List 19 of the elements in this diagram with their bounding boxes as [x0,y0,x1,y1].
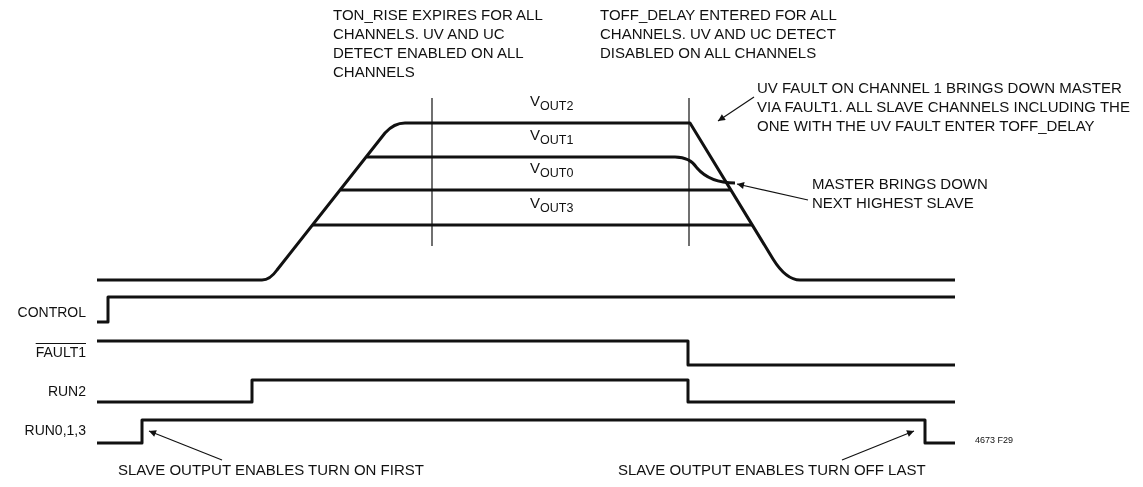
annotation-note: TON_RISE EXPIRES FOR ALL CHANNELS. UV AND UC DETECT ENABLED ON ALL CHANNELS [333,5,544,81]
signal-name: FAULT1 [35,343,86,362]
voltage-label: V$_{OUT3}$ [530,193,574,217]
leader-arrow [717,96,755,122]
figure-number: 4673 F29 [975,434,1014,447]
callout-text: SLAVE OUTPUT ENABLES TURN ON FIRST [118,460,498,479]
signal-name: CONTROL [17,303,86,322]
callout-text: UV FAULT ON CHANNEL 1 BRINGS DOWN MASTER VIA FAULT1. ALL SLAVE CHANNELS INCLUDING THE ONE WITH THE UV FAULT ENTER TOFF_DELAY [757,78,1143,135]
voltage-label: V$_{OUT1}$ [530,125,574,149]
leader-arrow [148,430,223,461]
leader-arrow [736,182,809,201]
callout-text: MASTER BRINGS DOWN NEXT HIGHEST SLAVE [812,174,998,212]
leader-arrow [841,430,915,461]
signal-name: RUN0,1,3 [24,421,86,440]
signal-name: RUN2 [47,382,86,401]
callout-text: SLAVE OUTPUT ENABLES TURN OFF LAST [618,460,998,479]
voltage-label: V$_{OUT0}$ [530,158,574,182]
voltage-label: V$_{OUT2}$ [530,91,574,115]
annotation-note: TOFF_DELAY ENTERED FOR ALL CHANNELS. UV AND UC DETECT DISABLED ON ALL CHANNELS [600,5,838,62]
